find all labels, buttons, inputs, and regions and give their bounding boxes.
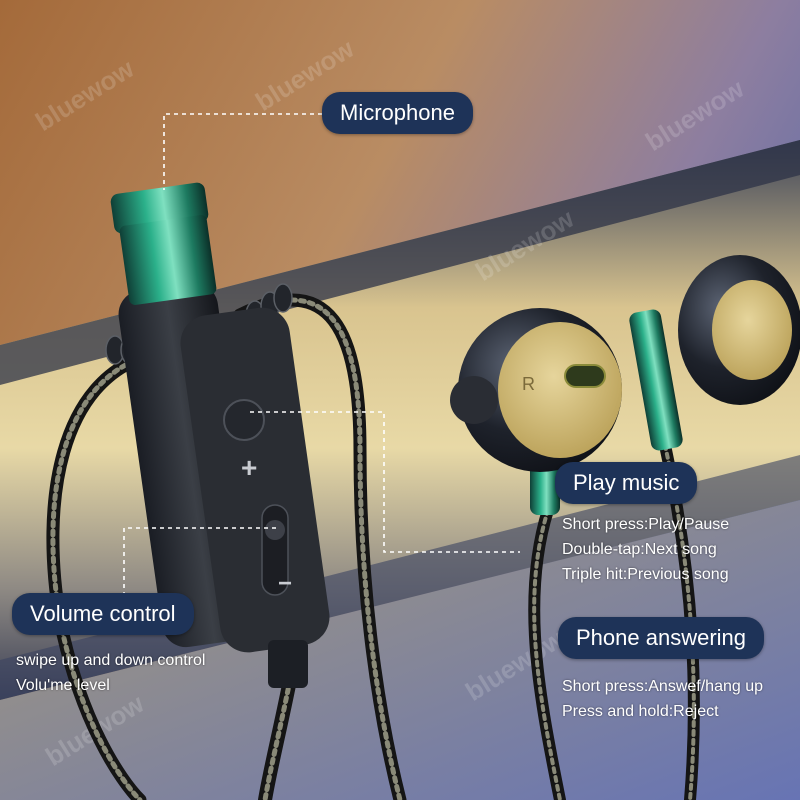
earbud-left [629, 255, 800, 451]
minus-icon: − [278, 570, 293, 597]
volume-slider-knob [265, 520, 285, 540]
play-button [223, 399, 265, 441]
earbud-side-mark: R [522, 374, 535, 394]
phone-answering-label: Phone answering [558, 617, 765, 659]
play-music-line: Triple hit:Previous song [562, 566, 729, 583]
volume-leader [123, 527, 276, 600]
microphone-leader [163, 113, 322, 190]
volume-control-line: swipe up and down control [16, 652, 206, 669]
play-music-label: Play music [555, 462, 698, 504]
volume-control-description: swipe up and down control Volu'me level [16, 648, 205, 698]
phone-answering-line: Short press:Answef/hang up [562, 678, 764, 695]
volume-control-label: Volume control [12, 593, 194, 635]
leader-lines [123, 113, 520, 600]
plus-icon: + [241, 452, 258, 483]
play-music-line: Short press:Play/Pause [562, 516, 730, 533]
earbud-right [450, 308, 622, 515]
microphone-label: Microphone [322, 92, 473, 134]
play-music-line: Double-tap:Next song [562, 541, 717, 558]
inline-remote [110, 182, 330, 688]
play-music-leader [250, 411, 520, 553]
phone-answering-line: Press and hold:Reject [562, 703, 719, 720]
volume-control-line: Volu'me level [16, 677, 110, 694]
play-music-description: Short press:Play/Pause Double-tap:Next s… [562, 512, 729, 587]
phone-answering-description: Short press:Answef/hang up Press and hol… [562, 674, 763, 724]
